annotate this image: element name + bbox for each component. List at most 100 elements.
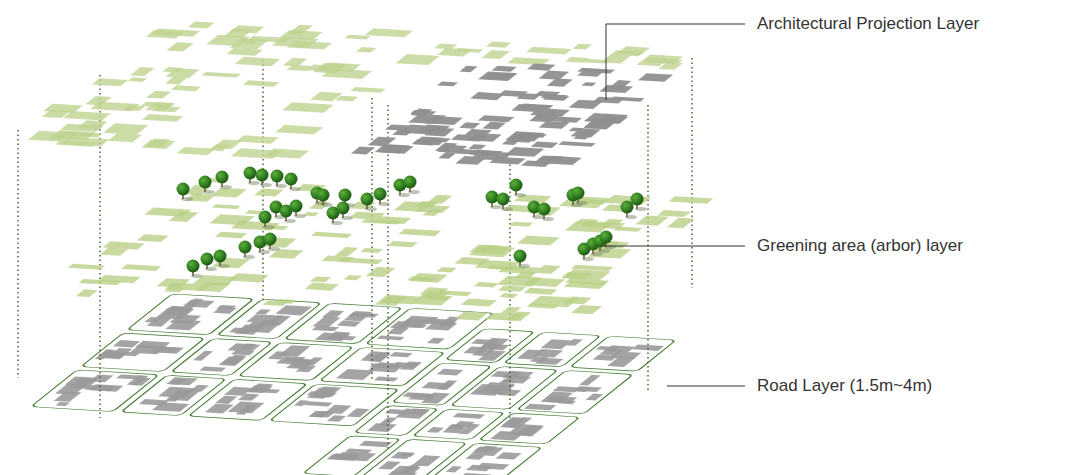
- tree-symbol: [497, 193, 514, 212]
- tree-symbol: [177, 183, 194, 202]
- projection-green-patch: [123, 105, 145, 111]
- building-projection-patch: [581, 82, 596, 86]
- building-footprint-patch: [152, 347, 179, 352]
- building-footprint-patch: [95, 349, 115, 359]
- building-footprint-patch: [412, 455, 441, 466]
- tree-crown: [374, 188, 387, 201]
- projection-green-patch: [108, 133, 142, 142]
- building-footprint-patch: [368, 364, 403, 372]
- greening-area-patch: [415, 201, 439, 208]
- building-footprint-patch: [465, 454, 485, 459]
- building-projection-patch: [435, 143, 458, 152]
- building-projection-patch: [425, 116, 463, 125]
- tree-symbol: [572, 187, 589, 206]
- greening-area-patch: [366, 267, 396, 277]
- greening-area-patch: [461, 299, 497, 307]
- building-footprint-patch: [296, 365, 317, 372]
- building-projection-patch: [505, 147, 544, 157]
- building-projection-patch: [527, 64, 556, 71]
- building-footprint: [485, 417, 553, 442]
- greening-area-patch: [398, 229, 441, 237]
- greening-area-patch: [310, 276, 331, 282]
- projection-green-patch: [165, 68, 199, 78]
- leader-line: [667, 386, 745, 387]
- building-footprint-patch: [327, 454, 361, 461]
- greening-area-patch: [635, 216, 668, 226]
- building-footprint-patch: [315, 332, 351, 341]
- projection-green-patch: [454, 48, 483, 53]
- building-projection-patch: [573, 130, 596, 139]
- greening-area-patch: [562, 269, 610, 280]
- building-projection-patch: [558, 141, 595, 147]
- building-footprint-patch: [427, 427, 444, 433]
- building-footprint-patch: [387, 327, 410, 335]
- greening-area-patch: [121, 264, 161, 271]
- leader-line: [604, 246, 745, 247]
- building-projection-patch: [465, 129, 492, 136]
- projection-green-patch: [272, 37, 319, 48]
- building-footprint-patch: [213, 307, 237, 314]
- building-projection-patch: [478, 115, 514, 122]
- projection-green-patch: [572, 44, 592, 50]
- tree-crown: [317, 189, 330, 202]
- tree-symbol: [337, 202, 354, 221]
- building-projection-patch: [368, 137, 397, 147]
- projection-green-patch: [282, 102, 333, 112]
- greening-area-patch: [475, 260, 521, 270]
- layer-label: Road Layer (1.5m~4m): [757, 376, 932, 396]
- greening-area-patch: [305, 283, 339, 291]
- tree-crown: [244, 167, 257, 180]
- building-footprint-patch: [307, 388, 336, 399]
- layer-label: Greening area (arbor) layer: [757, 236, 963, 256]
- tree-symbol: [199, 176, 216, 195]
- tree-crown: [177, 183, 190, 196]
- building-projection-patch: [569, 128, 584, 132]
- leader-line: [606, 24, 745, 100]
- greening-area-patch: [474, 282, 499, 287]
- building-footprint-patch: [113, 340, 140, 347]
- building-footprint-patch: [524, 404, 557, 411]
- tree-crown: [214, 250, 227, 263]
- tree-crown: [339, 189, 352, 202]
- greening-area-patch: [100, 248, 129, 256]
- building-projection-patch: [599, 85, 633, 93]
- projection-green-patch: [365, 28, 413, 37]
- projection-green-patch: [142, 114, 183, 122]
- building-footprint-patch: [312, 317, 340, 328]
- building-footprint-patch: [399, 362, 422, 370]
- building-projection-patch: [478, 71, 518, 81]
- building-projection-patch: [482, 122, 506, 130]
- greening-area-patch: [529, 296, 579, 308]
- tree-crown: [259, 211, 272, 224]
- greening-area-patch: [209, 214, 254, 225]
- greening-area: [364, 187, 735, 326]
- building-footprint-patch: [236, 404, 257, 414]
- greening-area-patch: [602, 219, 623, 225]
- building-projection-patch: [459, 66, 477, 72]
- building-footprint-patch: [328, 455, 359, 460]
- building-footprint-patch: [495, 452, 521, 459]
- projection-green-patch: [356, 47, 376, 53]
- projection-green-patch: [230, 25, 264, 33]
- building-footprint-patch: [389, 352, 412, 357]
- tree-crown: [271, 170, 284, 183]
- building-footprint-patch: [215, 396, 237, 404]
- building-footprint-patch: [442, 424, 468, 433]
- greening-area-patch: [228, 273, 269, 282]
- building-footprint: [371, 452, 443, 475]
- tree-crown: [337, 202, 350, 215]
- building-projection-patch: [539, 121, 570, 129]
- building-footprint: [512, 337, 587, 365]
- road-outline: [450, 366, 558, 409]
- projection-green-patch: [166, 42, 193, 51]
- greening-area-patch: [509, 222, 534, 227]
- greening-area-patch: [421, 291, 450, 299]
- building-footprint-patch: [169, 314, 201, 323]
- building-footprint-patch: [409, 393, 436, 398]
- tree-crown: [600, 231, 613, 244]
- building-footprint-patch: [558, 400, 576, 404]
- projection-green-patch: [322, 69, 372, 79]
- projection-green-patch: [243, 80, 280, 86]
- building-footprint-patch: [586, 394, 604, 401]
- building-projection-patch: [437, 82, 458, 87]
